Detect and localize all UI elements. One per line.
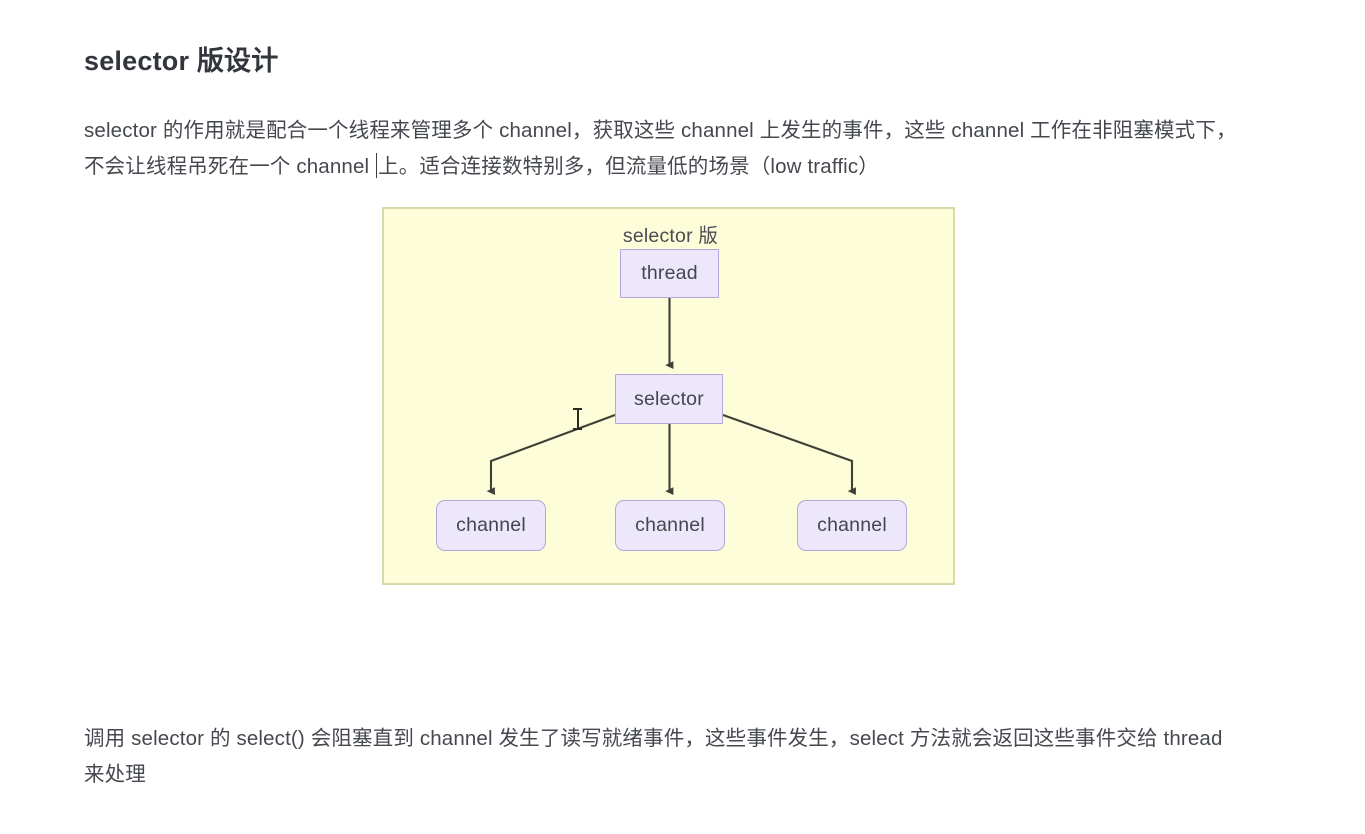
diagram-title: selector 版 <box>622 225 719 247</box>
node-channel-2: channel <box>615 500 725 551</box>
node-thread: thread <box>620 249 719 298</box>
node-selector: selector <box>615 374 723 424</box>
node-channel-1: channel <box>436 500 546 551</box>
edge-selector-to-channel-1 <box>486 414 616 496</box>
diagram-connectors <box>486 298 856 496</box>
outro-paragraph[interactable]: 调用 selector 的 select() 会阻塞直到 channel 发生了… <box>84 726 1223 786</box>
page-title: selector 版设计 <box>84 46 279 77</box>
intro-paragraph[interactable]: selector 的作用就是配合一个线程来管理多个 channel，获取这些 c… <box>84 113 1246 185</box>
intro-paragraph-text-before-caret: selector 的作用就是配合一个线程来管理多个 channel，获取这些 c… <box>84 118 1237 178</box>
text-caret <box>376 152 378 178</box>
selector-architecture-diagram: selector 版 thread selector channel chann… <box>382 207 955 585</box>
edge-selector-to-channel-3 <box>722 414 856 496</box>
intro-paragraph-text-after-caret: 上。适合连接数特别多，但流量低的场景（low traffic） <box>378 154 879 178</box>
node-channel-3: channel <box>797 500 907 551</box>
